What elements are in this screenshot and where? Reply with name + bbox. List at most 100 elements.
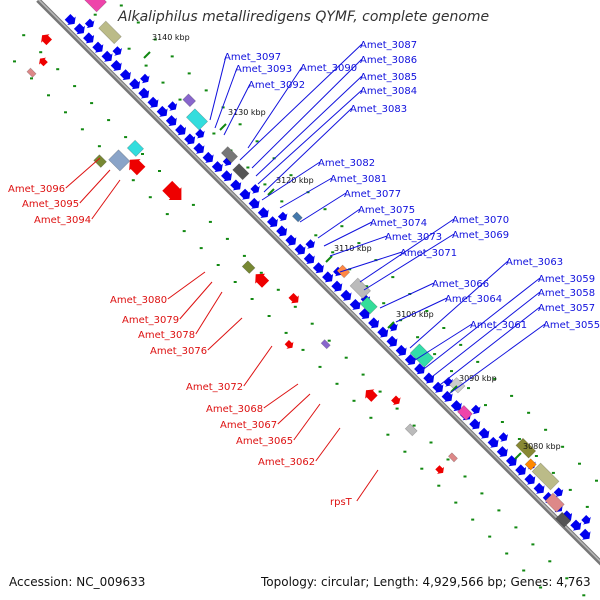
forward-gene-arrow (267, 216, 278, 228)
reverse-label-leader (65, 157, 101, 189)
scale-tick (325, 255, 333, 263)
forward-gene-arrow (101, 50, 113, 62)
reverse-gene-arrow (255, 273, 270, 288)
grid-dot (459, 343, 463, 346)
scale-tick (450, 385, 458, 393)
grid-dot (127, 47, 131, 50)
forward-gene-arrow (92, 41, 104, 53)
forward-gene-label: Amet_3055 (543, 320, 600, 331)
forward-gene-arrow (414, 363, 425, 375)
genome-summary-text: Topology: circular; Length: 4,929,566 bp… (261, 575, 591, 589)
grid-dot (361, 373, 365, 376)
genome-backbone (36, 0, 600, 566)
forward-gene-label: Amet_3092 (248, 80, 305, 91)
forward-gene-label: Amet_3069 (452, 230, 509, 241)
forward-gene-label: Amet_3097 (224, 52, 281, 63)
grid-dot (161, 81, 165, 84)
forward-label-leader (379, 282, 435, 309)
forward-label-leader (427, 291, 541, 381)
grid-dot (471, 518, 475, 521)
grid-dot (314, 234, 318, 237)
grid-dot (250, 298, 254, 300)
grid-dot (493, 377, 497, 380)
grid-dot (267, 315, 271, 317)
grid-dot (310, 322, 314, 325)
grid-dot (280, 200, 284, 203)
forward-gene-arrow (579, 528, 591, 540)
grid-dot (284, 331, 288, 334)
forward-gene-arrow (248, 197, 260, 209)
forward-gene-arrow (386, 335, 398, 347)
forward-gene-label: Amet_3074 (370, 218, 427, 229)
grid-dot (90, 102, 94, 105)
grid-dot (187, 72, 191, 75)
forward-gene-arrow (257, 207, 269, 218)
scale-label: 3090 kbp (459, 374, 497, 383)
forward-gene-label: Amet_3058 (538, 288, 595, 299)
grid-dot (141, 153, 144, 155)
forward-gene-arrow (276, 225, 288, 237)
reverse-label-leader (167, 271, 206, 300)
forward-gene-arrow (570, 519, 582, 531)
forward-gene-label: Amet_3075 (358, 205, 415, 216)
forward-gene-box (185, 108, 209, 131)
grid-dot (488, 535, 492, 538)
grid-dot (420, 467, 424, 470)
forward-gene-box (555, 511, 572, 528)
forward-label-leader (263, 107, 353, 193)
forward-gene-arrow (195, 128, 205, 139)
forward-gene-arrow (175, 124, 186, 136)
grid-dot (64, 111, 67, 114)
grid-dot (30, 77, 33, 80)
grid-dot (97, 145, 101, 148)
scale-label: 3120 kbp (276, 176, 314, 185)
reverse-gene-arrow (162, 180, 182, 200)
forward-gene-arrow (340, 289, 352, 301)
forward-gene-arrow (230, 179, 242, 191)
forward-gene-arrow (471, 404, 481, 415)
grid-dot (548, 560, 552, 563)
forward-gene-arrow (112, 46, 122, 56)
grid-dot (378, 390, 382, 393)
reverse-gene-box (126, 139, 145, 157)
reverse-gene-label: Amet_3095 (22, 199, 79, 210)
reverse-gene-label: Amet_3062 (258, 457, 315, 468)
grid-dot (476, 360, 480, 363)
forward-gene-box (524, 458, 537, 471)
reverse-label-leader (315, 427, 341, 462)
grid-dot (412, 424, 416, 427)
grid-dot (522, 569, 526, 572)
forward-gene-arrow (285, 234, 297, 246)
reverse-label-leader (195, 291, 223, 335)
forward-gene-arrow (83, 32, 95, 44)
grid-dot (255, 140, 259, 143)
grid-dot (416, 336, 420, 339)
grid-dot (403, 450, 407, 453)
reverse-gene-box (108, 149, 131, 172)
forward-gene-label: Amet_3066 (432, 279, 489, 290)
reverse-gene-label: Amet_3076 (150, 346, 207, 357)
reverse-label-leader (207, 317, 243, 351)
forward-gene-box (220, 146, 239, 164)
forward-gene-arrow (377, 326, 389, 338)
forward-gene-box (359, 296, 378, 315)
grid-dot (22, 34, 26, 37)
forward-label-leader (409, 260, 509, 349)
reverse-gene-arrow (391, 395, 401, 405)
forward-gene-label: Amet_3093 (235, 64, 292, 75)
reverse-label-leader (356, 469, 379, 502)
grid-dot (497, 509, 501, 512)
grid-dot (382, 302, 386, 305)
forward-gene-arrow (221, 170, 232, 182)
grid-dot (39, 51, 43, 54)
forward-gene-arrow (322, 271, 334, 283)
forward-label-leader (223, 83, 251, 136)
forward-gene-arrow (138, 87, 150, 99)
grid-dot (212, 132, 216, 135)
grid-dot (47, 94, 50, 97)
grid-dot (534, 455, 538, 457)
reverse-label-leader (277, 393, 311, 425)
grid-dot (467, 387, 470, 390)
reverse-gene-label: Amet_3096 (8, 184, 65, 195)
grid-dot (242, 254, 246, 257)
